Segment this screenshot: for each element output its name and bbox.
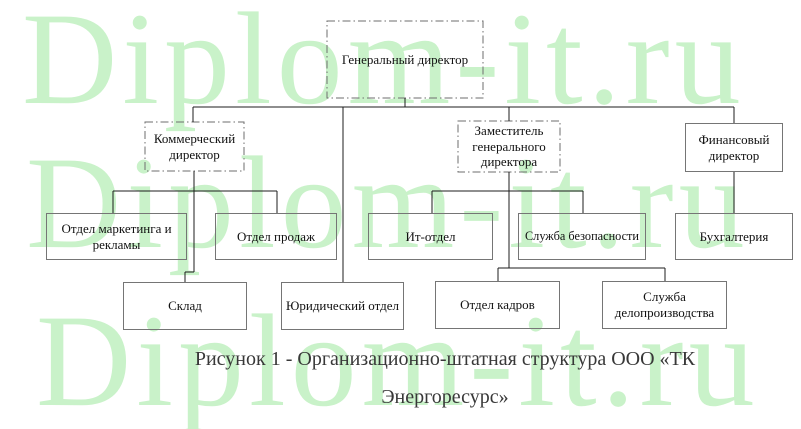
node-financial-director: Финансовый директор — [685, 123, 783, 172]
watermark-row-2: Diplom-it.ru — [26, 129, 750, 276]
node-security-service: Служба безопасности — [518, 213, 646, 260]
node-label: Заместитель генерального директора — [472, 122, 546, 170]
node-label: Служба безопасности — [524, 229, 640, 243]
figure-caption: Рисунок 1 - Организационно-штатная струк… — [100, 349, 790, 407]
node-general-director: Генеральный директор — [327, 21, 483, 98]
node-label: Генеральный директор — [341, 51, 469, 67]
figure-caption-line-2: Энергоресурс» — [381, 386, 509, 408]
node-legal-dept: Юридический отдел — [281, 282, 404, 330]
node-label: Служба делопроизводства — [614, 289, 715, 320]
node-label: Ит-отдел — [405, 228, 456, 244]
node-sales-dept: Отдел продаж — [215, 213, 337, 260]
node-label: Финансовый директор — [698, 131, 770, 163]
node-it-dept: Ит-отдел — [368, 213, 493, 260]
node-hr-dept: Отдел кадров — [435, 281, 560, 329]
node-label: Отдел маркетинга и рекламы — [61, 220, 172, 252]
node-commercial-director: Коммерческий директор — [145, 122, 244, 171]
watermark-row-3: Diplom-it.ru — [36, 287, 760, 429]
node-deputy-general-director: Заместитель генерального директора — [458, 121, 560, 172]
figure-caption-line-1: Рисунок 1 - Организационно-штатная струк… — [194, 348, 696, 370]
node-marketing-advertising-dept: Отдел маркетинга и рекламы — [46, 213, 187, 260]
node-label: Отдел продаж — [237, 228, 315, 244]
node-label: Отдел кадров — [460, 297, 535, 313]
node-warehouse: Склад — [123, 282, 247, 330]
node-label: Склад — [168, 298, 202, 314]
node-accounting: Бухгалтерия — [675, 213, 793, 260]
node-label: Коммерческий директор — [153, 130, 236, 162]
node-clerical-service: Служба делопроизводства — [602, 281, 727, 329]
node-label: Юридический отдел — [286, 298, 399, 314]
node-label: Бухгалтерия — [699, 228, 769, 244]
